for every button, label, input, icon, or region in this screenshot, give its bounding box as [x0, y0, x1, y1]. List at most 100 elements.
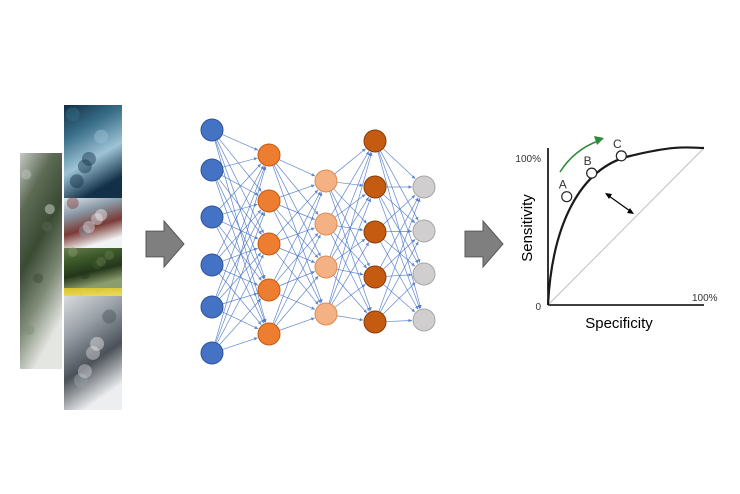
- network-edge: [215, 166, 266, 297]
- tradeoff-arrowhead-start-icon: [605, 193, 612, 199]
- network-edge: [275, 275, 319, 326]
- network-layer-2: [257, 143, 281, 346]
- network-node: [257, 189, 281, 213]
- network-node: [314, 302, 338, 326]
- network-edge: [385, 318, 413, 323]
- network-node: [314, 212, 338, 236]
- photo-tree-tall: [20, 153, 62, 369]
- roc-curve: [546, 146, 705, 306]
- network-edge: [385, 273, 413, 277]
- network-edge: [336, 315, 364, 322]
- network-node: [314, 255, 338, 279]
- network-edge: [219, 252, 262, 300]
- network-edge: [214, 166, 267, 343]
- network-edge: [273, 234, 321, 325]
- network-edge: [279, 247, 316, 263]
- network-node: [200, 341, 224, 365]
- network-node: [200, 295, 224, 319]
- tradeoff-arrowhead-end-icon: [627, 208, 634, 214]
- network-edge: [331, 151, 370, 215]
- network-edge: [334, 148, 366, 175]
- network-edge: [275, 163, 319, 215]
- roc-operating-points: ABC: [559, 137, 627, 203]
- network-edge: [379, 241, 419, 313]
- network-node: [200, 205, 224, 229]
- network-edge: [382, 148, 416, 180]
- network-edge: [219, 298, 262, 346]
- y-max-label: 100%: [515, 154, 541, 165]
- network-edge: [216, 179, 265, 280]
- network-edge: [331, 242, 370, 305]
- neural-network: [200, 118, 436, 365]
- network-edge: [215, 212, 266, 343]
- network-edge: [382, 238, 416, 270]
- network-edge: [382, 194, 416, 224]
- network-edge: [222, 337, 258, 350]
- photo-snowy-house: [64, 197, 122, 248]
- network-edge: [222, 292, 258, 305]
- network-node: [257, 278, 281, 302]
- tradeoff-double-arrow-icon: [608, 195, 631, 212]
- network-edge: [328, 152, 373, 304]
- network-edge: [276, 189, 319, 237]
- curve-direction-arrow-icon: [559, 140, 599, 173]
- roc-point-b: B: [584, 154, 598, 179]
- network-edge: [222, 203, 258, 215]
- network-node: [412, 308, 436, 332]
- y-axis-label: Sensitivity: [519, 194, 536, 262]
- network-edge: [334, 283, 366, 308]
- photo-strip: [20, 105, 122, 410]
- network-edge: [215, 140, 266, 279]
- network-edge: [218, 138, 262, 192]
- network-edge: [222, 157, 258, 168]
- network-edge: [279, 227, 315, 241]
- network-edge: [334, 238, 366, 261]
- network-edge: [216, 254, 264, 344]
- roc-point-label: C: [613, 137, 622, 151]
- network-edge: [219, 209, 262, 258]
- roc-point-label: B: [584, 154, 592, 168]
- network-layer-4: [363, 129, 387, 334]
- network-edge: [378, 198, 421, 312]
- network-edge: [329, 152, 372, 257]
- network-edge: [279, 293, 316, 310]
- network-edge: [382, 282, 416, 315]
- network-node: [200, 118, 224, 142]
- network-edge: [379, 197, 419, 268]
- network-layer-3: [314, 169, 338, 326]
- network-node: [363, 310, 387, 334]
- network-edge: [279, 204, 316, 220]
- network-connections: [214, 134, 422, 350]
- network-layer-5: [412, 175, 436, 332]
- network-node: [363, 220, 387, 244]
- network-edge: [221, 311, 259, 330]
- network-edge: [382, 194, 416, 225]
- network-edge: [333, 274, 368, 314]
- network-node: [412, 219, 436, 243]
- network-edge: [330, 233, 370, 312]
- roc-point-c: C: [613, 137, 627, 162]
- network-node: [257, 143, 281, 167]
- network-edge: [221, 174, 259, 196]
- network-edge: [218, 178, 262, 235]
- flow-arrow-to-network: [145, 219, 185, 269]
- network-edge: [216, 165, 264, 256]
- network-node: [200, 158, 224, 182]
- network-node: [257, 232, 281, 256]
- network-edge: [273, 164, 321, 257]
- network-node: [363, 175, 387, 199]
- network-edge: [273, 191, 321, 281]
- roc-chart: ABC 100% 100% 0 Specificity Sensitivity: [515, 136, 718, 332]
- network-node: [363, 129, 387, 153]
- network-edge: [336, 268, 364, 276]
- origin-label: 0: [535, 302, 541, 313]
- curve-direction-arrowhead-icon: [594, 136, 604, 145]
- x-axis-label: Specificity: [585, 315, 653, 332]
- network-node: [412, 262, 436, 286]
- flow-arrow-to-roc: [464, 219, 504, 269]
- network-edge: [279, 317, 315, 331]
- network-edge: [279, 271, 316, 287]
- network-edge: [278, 159, 316, 177]
- network-node: [257, 322, 281, 346]
